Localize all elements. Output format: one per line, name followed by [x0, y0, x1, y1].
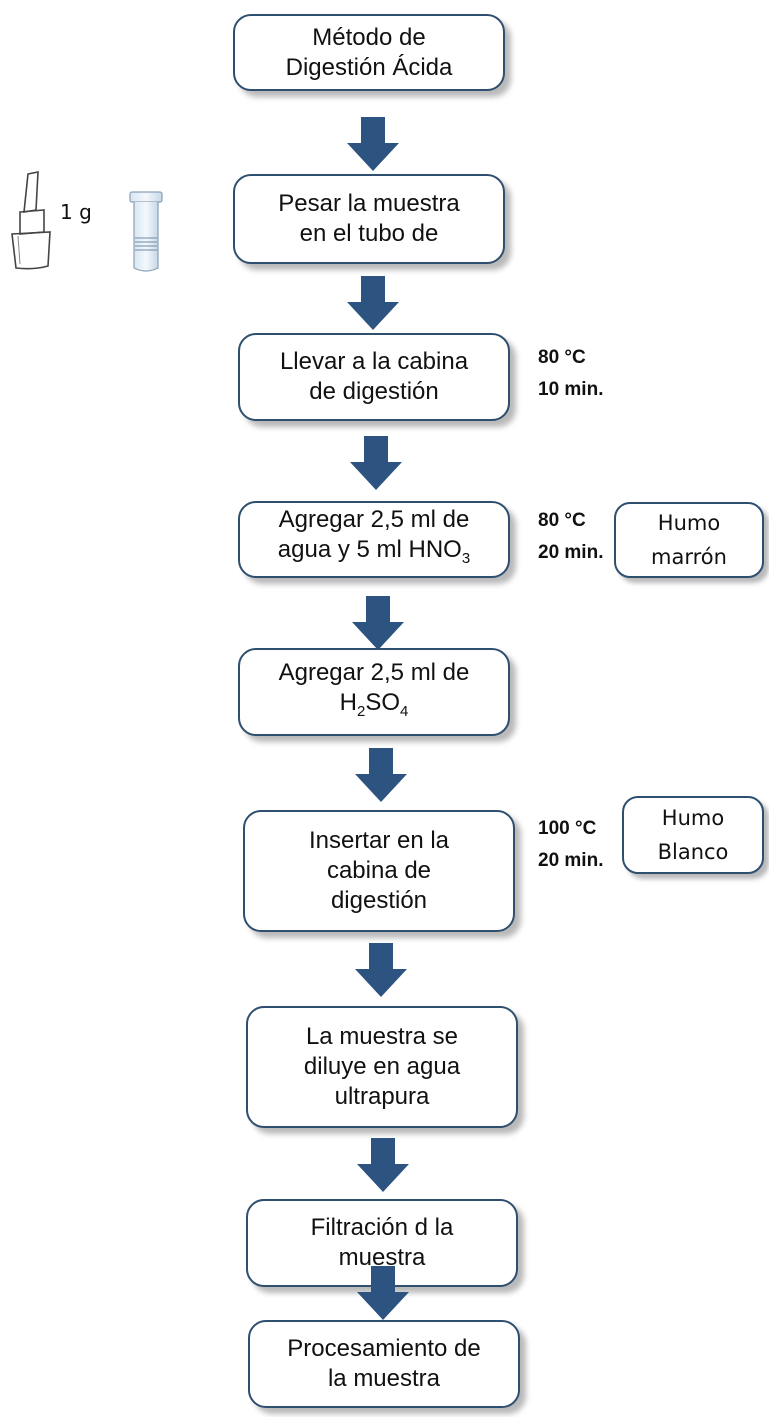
condition-temp: 80 °C: [538, 510, 586, 531]
condition-time: 20 min.: [538, 542, 604, 563]
condition-time: 20 min.: [538, 850, 604, 871]
down-arrow-icon: [347, 276, 399, 330]
step-diluir-muestra: La muestra se diluye en agua ultrapura: [246, 1006, 518, 1128]
down-arrow-icon: [347, 117, 399, 171]
down-arrow-icon: [355, 748, 407, 802]
step-label: Agregar 2,5 ml de agua y 5 ml HNO3: [277, 506, 471, 567]
condition-insertar: 100 °C 20 min.: [538, 813, 603, 877]
observation-label: Humo Blanco: [657, 806, 729, 864]
condition-time: 10 min.: [538, 379, 604, 400]
step-metodo-digestion: Método de Digestión Ácida: [233, 14, 505, 91]
step-procesamiento: Procesamiento de la muestra: [248, 1320, 520, 1408]
observation-humo-marron: Humo marrón: [614, 502, 764, 578]
down-arrow-icon: [355, 943, 407, 997]
sample-container-icon: [11, 171, 51, 270]
condition-temp: 80 °C: [538, 347, 586, 368]
observation-humo-blanco: Humo Blanco: [622, 796, 764, 874]
step-label: Filtración d la muestra: [310, 1214, 454, 1271]
condition-temp: 100 °C: [538, 818, 597, 839]
step-label: Pesar la muestra en el tubo de: [278, 190, 460, 247]
observation-label: Humo marrón: [651, 511, 727, 569]
condition-cabina: 80 °C 10 min.: [538, 342, 603, 406]
condition-hno3: 80 °C 20 min.: [538, 505, 603, 569]
step-filtracion: Filtración d la muestra: [246, 1199, 518, 1287]
step-agregar-h2so4: Agregar 2,5 ml de H2SO4: [238, 648, 510, 736]
down-arrow-icon: [352, 596, 404, 650]
step-label: Insertar en la cabina de digestión: [308, 827, 450, 914]
down-arrow-icon: [350, 436, 402, 490]
step-pesar-muestra: Pesar la muestra en el tubo de: [233, 174, 505, 264]
down-arrow-icon: [357, 1138, 409, 1192]
digestion-tube-icon: [129, 191, 163, 272]
step-label: La muestra se diluye en agua ultrapura: [303, 1023, 461, 1110]
step-llevar-cabina: Llevar a la cabina de digestión: [238, 333, 510, 421]
step-insertar-cabina: Insertar en la cabina de digestión: [243, 810, 515, 932]
step-label: Agregar 2,5 ml de H2SO4: [278, 658, 470, 720]
step-agregar-hno3: Agregar 2,5 ml de agua y 5 ml HNO3: [238, 501, 510, 578]
sample-weight-label: 1 g: [60, 200, 92, 224]
step-label: Método de Digestión Ácida: [285, 23, 453, 81]
step-label: Llevar a la cabina de digestión: [279, 348, 469, 405]
down-arrow-icon: [357, 1266, 409, 1320]
step-label: Procesamiento de la muestra: [287, 1335, 481, 1392]
